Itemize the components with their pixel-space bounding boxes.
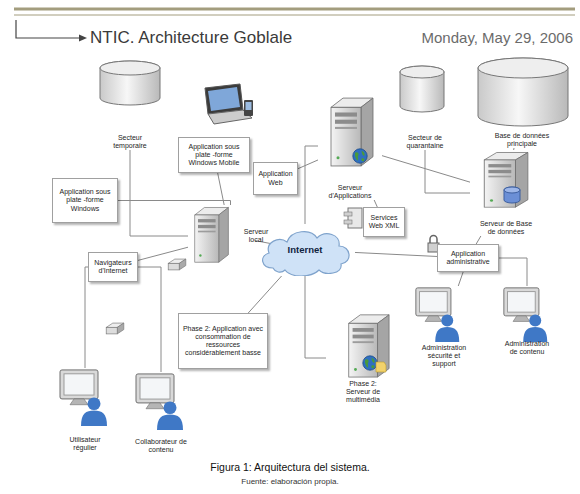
node-text: Internet bbox=[288, 245, 323, 256]
laptop-icon bbox=[205, 84, 252, 124]
server-icon bbox=[195, 207, 229, 262]
application-box: Phase 2: Application avec consommation d… bbox=[178, 313, 268, 369]
node-text: Administration de contenu bbox=[501, 340, 553, 356]
network-link bbox=[248, 276, 281, 313]
node-text: Collaborateur de contenu bbox=[134, 438, 188, 454]
header-rule bbox=[14, 15, 575, 16]
server-node: Serveur local bbox=[188, 205, 273, 267]
application-box: Application administrative bbox=[437, 244, 499, 272]
storage-cylinder bbox=[100, 61, 160, 105]
note-label: Monday, May 29, 2006 bbox=[395, 29, 573, 46]
node-text: Phase 2: Application avec consommation d… bbox=[182, 325, 264, 357]
hub-icon bbox=[168, 259, 186, 270]
network-link bbox=[499, 258, 527, 286]
header-arrowhead bbox=[79, 35, 87, 42]
network-link bbox=[305, 276, 326, 358]
globe-icon bbox=[363, 356, 377, 370]
storage-cylinder bbox=[400, 66, 444, 112]
hub-icon bbox=[106, 323, 124, 334]
application-box: Application sous plate -forme Windows Mo… bbox=[178, 137, 250, 173]
browser-box: Navigateurs d'Internet bbox=[88, 252, 138, 282]
user-node: Utilisateur régulier bbox=[50, 368, 120, 452]
globe-icon bbox=[353, 149, 367, 163]
node-text: Serveur local bbox=[239, 228, 273, 244]
node-text: Administration sécurité et support bbox=[418, 344, 470, 368]
node-text: Secteur temporaire bbox=[110, 134, 150, 150]
node-text: Utilisateur régulier bbox=[64, 436, 106, 452]
node-text: Secteur de quarantaine bbox=[402, 134, 448, 150]
network-link bbox=[305, 146, 318, 224]
network-link bbox=[374, 200, 377, 207]
network-link bbox=[118, 201, 231, 206]
node-text: Serveur d'Applications bbox=[322, 184, 378, 200]
network-link bbox=[382, 156, 470, 183]
server-node: Serveur de Base de données bbox=[470, 150, 542, 236]
node-text: Application sous plate -forme Windows bbox=[56, 188, 114, 212]
note-label: Fuente: elaboración propia. bbox=[0, 477, 580, 486]
node-text: Phase 2: Serveur de multimédia bbox=[340, 380, 386, 404]
node-text: Services Web XML bbox=[367, 214, 401, 230]
workstation-user bbox=[60, 370, 107, 426]
workstation-user bbox=[416, 288, 459, 342]
network-link bbox=[85, 267, 88, 368]
node-text: Application administrative bbox=[441, 250, 495, 266]
pda-icon bbox=[244, 100, 253, 116]
storage-cylinder bbox=[478, 58, 568, 126]
user-node: Administration de contenu bbox=[496, 286, 558, 356]
network-link bbox=[458, 272, 463, 286]
storage-cylinder: Base de données principale bbox=[472, 58, 572, 148]
server-icon bbox=[331, 98, 373, 166]
user-node: Collaborateur de contenu bbox=[126, 372, 196, 454]
workstation-user bbox=[136, 374, 183, 430]
user-node: Administration sécurité et support bbox=[408, 286, 480, 368]
header-rule bbox=[14, 8, 575, 11]
network-link bbox=[138, 247, 188, 260]
node-text: Application Web bbox=[257, 170, 294, 186]
server-node: Serveur d'Applications bbox=[318, 92, 382, 200]
database-icon bbox=[504, 187, 520, 203]
server-node: Phase 2: Serveur de multimédia bbox=[326, 312, 400, 404]
component-icon bbox=[344, 208, 362, 228]
service-box: Services Web XML bbox=[363, 207, 405, 237]
node-text: Application sous plate -forme Windows Mo… bbox=[182, 143, 246, 167]
header-arrow bbox=[16, 20, 80, 38]
folder-icon bbox=[376, 362, 386, 372]
server-icon bbox=[484, 152, 528, 207]
figure-caption: Figura 1: Arquitectura del sistema. bbox=[0, 461, 580, 473]
node-text: Base de données principale bbox=[491, 132, 553, 148]
application-box: Application Web bbox=[253, 162, 298, 195]
workstation-user bbox=[504, 288, 547, 342]
node-text: Serveur de Base de données bbox=[476, 220, 536, 236]
server-icon bbox=[349, 315, 389, 377]
cloud-shape bbox=[263, 232, 349, 276]
network-link bbox=[355, 252, 437, 256]
network-link bbox=[476, 236, 481, 244]
node-text: Navigateurs d'Internet bbox=[92, 259, 134, 275]
network-link bbox=[298, 160, 318, 169]
storage-cylinder: Secteur de quarantaine bbox=[395, 62, 455, 150]
network-link bbox=[138, 267, 161, 372]
storage-cylinder: Secteur temporaire bbox=[98, 60, 162, 150]
application-box: Application sous plate -forme Windows bbox=[52, 178, 118, 223]
network-link bbox=[425, 150, 470, 193]
internet-cloud: Internet bbox=[255, 224, 355, 276]
diagram-title: NTIC. Architecture Goblale bbox=[90, 28, 292, 48]
network-link bbox=[513, 148, 514, 150]
